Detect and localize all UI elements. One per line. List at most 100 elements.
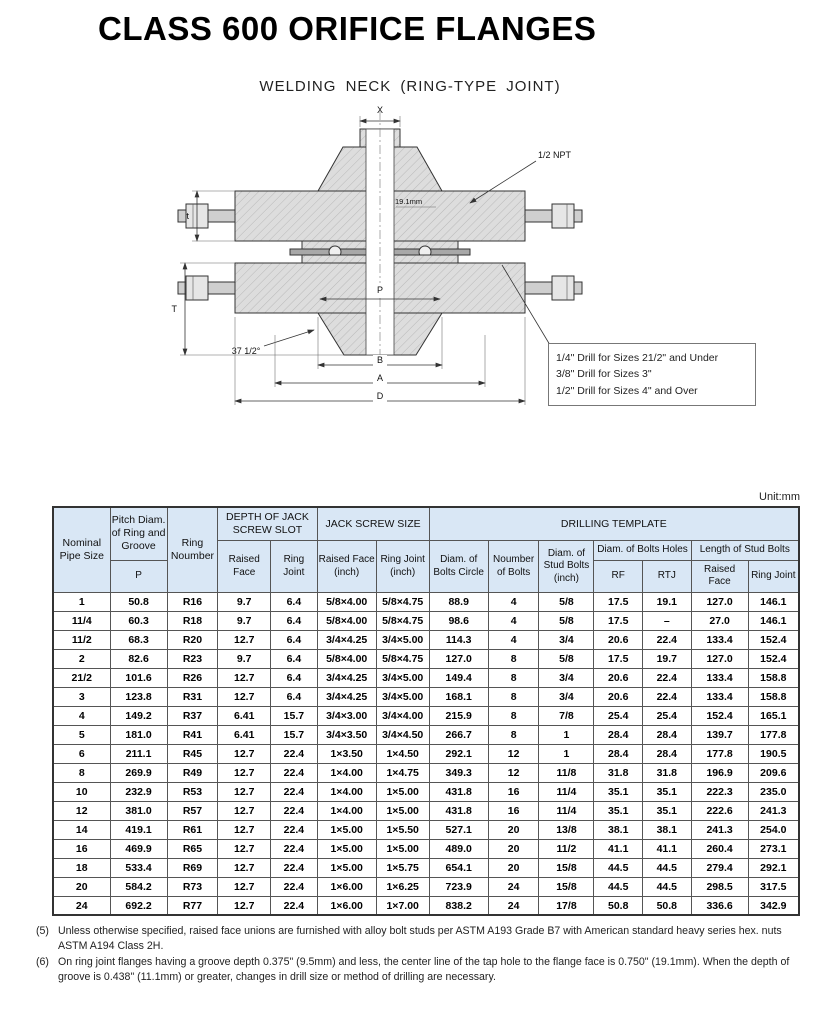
table-cell: 266.7 bbox=[428, 724, 489, 745]
table-cell: 11/4 bbox=[538, 800, 595, 821]
table-cell: 38.1 bbox=[642, 819, 692, 840]
flange-drawing: X t T 1/2 NPT 19.1mm P 37 1/2° B bbox=[172, 105, 583, 405]
table-cell: 12.7 bbox=[217, 857, 272, 878]
table-cell: 133.4 bbox=[690, 629, 749, 650]
table-cell: 11/2 bbox=[52, 629, 111, 650]
table-cell: 18 bbox=[52, 857, 111, 878]
table-cell: 1×5.00 bbox=[375, 781, 430, 802]
table-cell: R18 bbox=[166, 610, 219, 631]
table-cell: R20 bbox=[166, 629, 219, 650]
table-cell: 14 bbox=[52, 819, 111, 840]
table-cell: 20 bbox=[487, 838, 540, 859]
table-cell: 68.3 bbox=[109, 629, 168, 650]
table-cell: 254.0 bbox=[747, 819, 800, 840]
table-cell: 50.8 bbox=[593, 895, 643, 916]
table-cell: 146.1 bbox=[747, 591, 800, 612]
table-cell: 235.0 bbox=[747, 781, 800, 802]
th-holes-rf: RF bbox=[593, 559, 643, 593]
table-cell: 654.1 bbox=[428, 857, 489, 878]
drawing-area: X t T 1/2 NPT 19.1mm P 37 1/2° B bbox=[50, 103, 770, 435]
table-cell: 1×5.00 bbox=[375, 800, 430, 821]
table-cell: 22.4 bbox=[270, 762, 318, 783]
table-cell: 25.4 bbox=[642, 705, 692, 726]
th-ring-number: Ring Noumber bbox=[166, 506, 219, 593]
table-cell: 6.41 bbox=[217, 705, 272, 726]
table-cell: 1 bbox=[538, 724, 595, 745]
table-cell: 44.5 bbox=[642, 876, 692, 897]
th-pitch-sym: P bbox=[109, 559, 168, 593]
table-cell: 158.8 bbox=[747, 667, 800, 688]
table-cell: 5/8 bbox=[538, 591, 595, 612]
table-cell: 152.4 bbox=[690, 705, 749, 726]
table-cell: 3/4×4.25 bbox=[316, 629, 377, 650]
table-cell: 6.41 bbox=[217, 724, 272, 745]
table-cell: 3/4×5.00 bbox=[375, 629, 430, 650]
table-cell: 15/8 bbox=[538, 857, 595, 878]
table-cell: 98.6 bbox=[428, 610, 489, 631]
table-cell: 149.2 bbox=[109, 705, 168, 726]
table-cell: 241.3 bbox=[690, 819, 749, 840]
table-cell: R23 bbox=[166, 648, 219, 669]
th-depth-group: DEPTH OF JACK SCREW SLOT bbox=[217, 506, 318, 542]
table-cell: 12.7 bbox=[217, 895, 272, 916]
th-depth-rj: Ring Joint bbox=[270, 540, 318, 593]
th-bolt-circle: Diam. of Bolts Circle bbox=[428, 540, 489, 593]
table-cell: 22.4 bbox=[270, 800, 318, 821]
table-cell: 3/4 bbox=[538, 629, 595, 650]
table-cell: 20.6 bbox=[593, 686, 643, 707]
table-cell: 13/8 bbox=[538, 819, 595, 840]
table-cell: 12 bbox=[487, 743, 540, 764]
th-stud-diam: Diam. of Stud Bolts (inch) bbox=[538, 540, 595, 593]
table-cell: 8 bbox=[487, 705, 540, 726]
table-cell: 6.4 bbox=[270, 648, 318, 669]
table-cell: 11/4 bbox=[52, 610, 111, 631]
table-cell: 60.3 bbox=[109, 610, 168, 631]
bolt-assembly-lower-right bbox=[521, 275, 583, 301]
table-cell: 2 bbox=[52, 648, 111, 669]
table-cell: 22.4 bbox=[270, 876, 318, 897]
table-cell: 4 bbox=[487, 591, 540, 612]
table-cell: 269.9 bbox=[109, 762, 168, 783]
table-cell: 1×5.75 bbox=[375, 857, 430, 878]
table-cell: 1 bbox=[538, 743, 595, 764]
table-cell: R37 bbox=[166, 705, 219, 726]
table-cell: R65 bbox=[166, 838, 219, 859]
drill-note-line: 3/8" Drill for Sizes 3" bbox=[556, 368, 652, 381]
table-cell: R26 bbox=[166, 667, 219, 688]
table-cell: 146.1 bbox=[747, 610, 800, 631]
table-cell: 3/4 bbox=[538, 686, 595, 707]
table-cell: 260.4 bbox=[690, 838, 749, 859]
table-cell: 12 bbox=[52, 800, 111, 821]
table-cell: 114.3 bbox=[428, 629, 489, 650]
table-cell: 15/8 bbox=[538, 876, 595, 897]
footnote-5: (5) Unless otherwise specified, raised f… bbox=[36, 924, 792, 954]
table-cell: 20.6 bbox=[593, 629, 643, 650]
table-cell: 1×6.00 bbox=[316, 895, 377, 916]
table-cell: 17/8 bbox=[538, 895, 595, 916]
th-screw-rj: Ring Joint (inch) bbox=[375, 540, 430, 593]
table-cell: 8 bbox=[487, 686, 540, 707]
table-cell: 292.1 bbox=[428, 743, 489, 764]
table-cell: 27.0 bbox=[690, 610, 749, 631]
table-cell: 12.7 bbox=[217, 629, 272, 650]
table-cell: 1×5.00 bbox=[375, 838, 430, 859]
table-cell: 6.4 bbox=[270, 591, 318, 612]
table-cell: 6.4 bbox=[270, 610, 318, 631]
page: { "page": { "title": "CLASS 600 ORIFICE … bbox=[0, 10, 820, 1034]
table-cell: 5/8×4.00 bbox=[316, 610, 377, 631]
table-cell: 12.7 bbox=[217, 762, 272, 783]
table-cell: 5/8 bbox=[538, 648, 595, 669]
table-cell: 584.2 bbox=[109, 876, 168, 897]
table-cell: 17.5 bbox=[593, 591, 643, 612]
table-cell: 1×5.00 bbox=[316, 857, 377, 878]
table-cell: 3/4×4.25 bbox=[316, 667, 377, 688]
table-cell: 20 bbox=[487, 857, 540, 878]
table-cell: 1×4.00 bbox=[316, 800, 377, 821]
table-cell: 35.1 bbox=[593, 800, 643, 821]
table-cell: 1×5.00 bbox=[316, 819, 377, 840]
table-cell: 11/2 bbox=[538, 838, 595, 859]
